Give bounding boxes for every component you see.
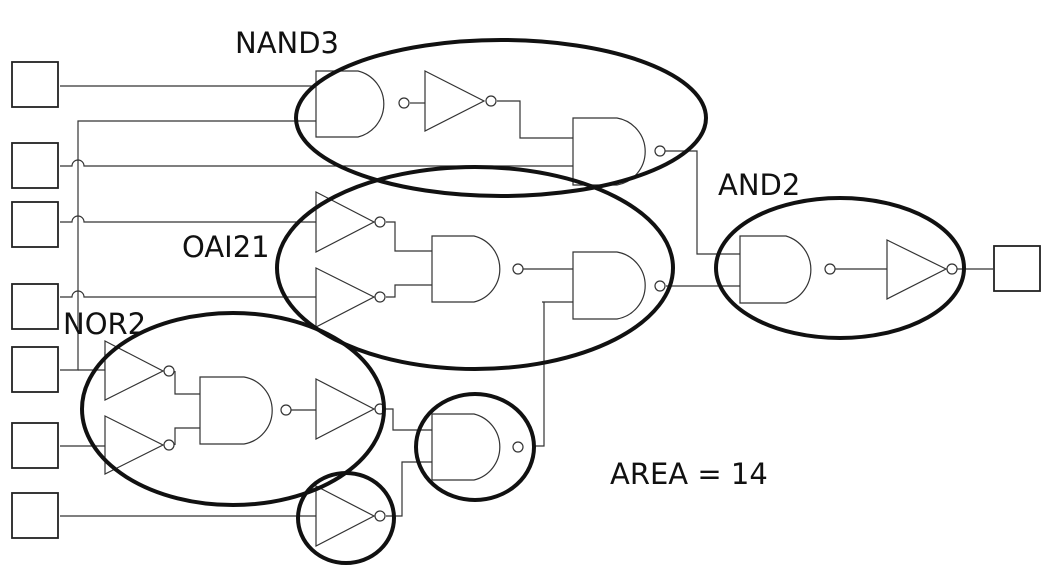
input-port-5 (11, 346, 59, 393)
nand-gate-5 (199, 376, 273, 445)
wire-nor-b (174, 427, 200, 445)
input-port-7 (11, 492, 59, 539)
inverter-8 (886, 239, 948, 300)
wire-bus-left (60, 120, 316, 371)
label-and2: AND2 (718, 168, 800, 202)
inverter-1-bubble (485, 95, 497, 107)
inverter-1 (424, 70, 486, 132)
nand-gate-4-bubble (654, 280, 666, 292)
inverter-single-outline (296, 471, 396, 565)
nand-gate-7 (739, 235, 812, 304)
gates (104, 70, 958, 547)
nor2-group-outline (80, 311, 386, 507)
inverter-5 (104, 415, 165, 475)
nand-gate-1-bubble (398, 97, 410, 109)
nand-gate-2 (572, 117, 646, 186)
nand-gate-6-bubble (512, 441, 524, 453)
group-outlines (80, 38, 966, 565)
nand-gate-7-bubble (824, 263, 836, 275)
labels: NAND3 OAI21 NOR2 AND2 AREA = 14 (63, 26, 800, 491)
inverter-4-bubble (163, 365, 175, 377)
oai21-group-outline (275, 165, 675, 371)
wire-nor-a (174, 371, 200, 395)
inverter-5-bubble (163, 439, 175, 451)
label-nor2: NOR2 (63, 307, 146, 341)
nand-gate-2-bubble (654, 145, 666, 157)
wire-oai-d (532, 301, 573, 447)
input-port-2 (11, 142, 59, 189)
nand-gate-3 (431, 235, 501, 303)
nand-gate-5-bubble (280, 404, 292, 416)
nand-gate-1 (315, 70, 385, 138)
nand3-group-outline (294, 38, 708, 198)
inverter-2-bubble (374, 216, 386, 228)
label-oai21: OAI21 (182, 230, 270, 264)
inverter-6 (315, 378, 376, 440)
inverter-2 (315, 191, 376, 253)
area-label: AREA = 14 (610, 457, 768, 491)
nand-single-outline (414, 392, 536, 502)
wire-oai-a (386, 221, 432, 252)
nand-gate-6 (431, 413, 501, 481)
input-port-1 (11, 61, 59, 108)
nand-gate-4 (572, 251, 646, 320)
wire-in4 (60, 290, 316, 298)
wire-oai-b (386, 284, 432, 298)
wire-in2 (60, 159, 573, 167)
inverter-3-bubble (374, 291, 386, 303)
inverter-3 (315, 267, 376, 328)
and2-group-outline (714, 196, 966, 340)
inverter-8-bubble (946, 263, 958, 275)
wire-in3 (60, 215, 316, 223)
input-port-3 (11, 201, 59, 248)
input-port-4 (11, 283, 59, 330)
label-nand3: NAND3 (235, 26, 339, 60)
inverter-7 (315, 485, 376, 547)
wires (60, 85, 993, 517)
nand-gate-3-bubble (512, 263, 524, 275)
wire-nor-out (386, 408, 432, 431)
input-port-6 (11, 422, 59, 469)
wire-nand3-b (497, 100, 573, 139)
inverter-7-bubble (374, 510, 386, 522)
inverter-4 (104, 340, 165, 401)
output-port (993, 245, 1041, 292)
io-ports (11, 61, 1041, 539)
